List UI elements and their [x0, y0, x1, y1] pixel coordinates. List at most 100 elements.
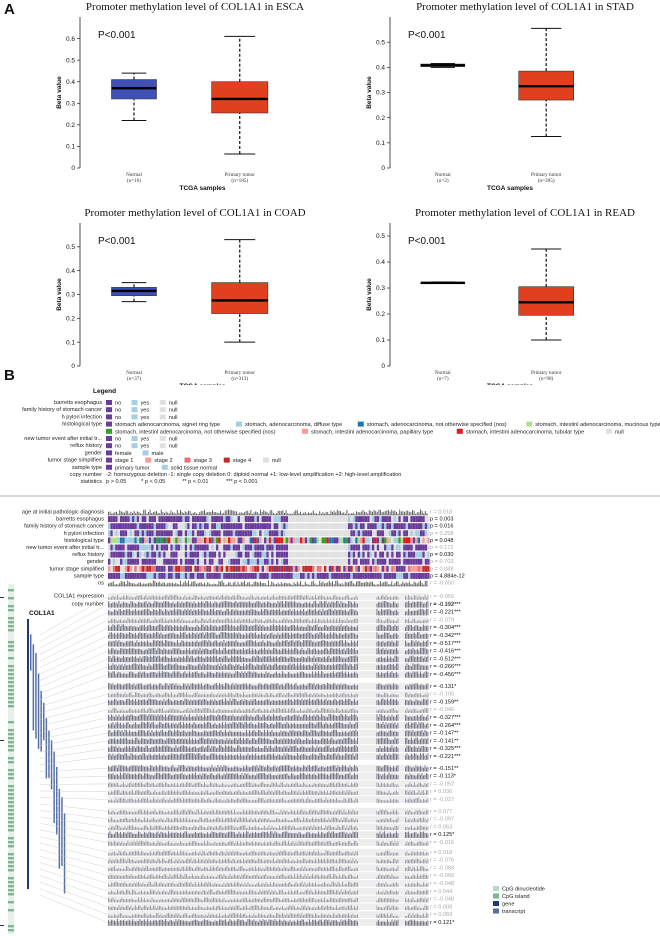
probe-bar [246, 694, 247, 698]
probe-bar [193, 619, 195, 624]
probe-bar [393, 611, 394, 616]
track-cell [319, 544, 322, 551]
probe-bar [405, 619, 406, 624]
probe-bar [166, 610, 168, 616]
probe-bar [234, 595, 235, 600]
track-cell [420, 516, 423, 523]
probe-bar [153, 663, 154, 670]
track-bar [332, 581, 333, 586]
probe-bar [379, 642, 381, 647]
track-cell [206, 565, 209, 572]
probe-bar [129, 683, 130, 690]
probe-bar [427, 625, 429, 631]
probe-bar [181, 626, 183, 631]
probe-bar [204, 597, 205, 600]
probe-bar [160, 640, 162, 647]
probe-bar [174, 648, 175, 655]
probe-bar [198, 694, 199, 698]
track-cell [199, 565, 202, 572]
track-cell [252, 558, 255, 565]
probe-bar [199, 602, 201, 608]
track-cell [374, 516, 377, 523]
probe-bar [144, 596, 145, 600]
track-bar [368, 509, 370, 515]
track-bar [213, 511, 215, 515]
probe-bar [126, 602, 127, 608]
probe-bar [283, 656, 285, 663]
track-cell [314, 565, 317, 572]
track-cell [208, 544, 212, 551]
panel-a-letter: A [4, 1, 15, 18]
probe-bar [208, 619, 210, 624]
track-cell [115, 516, 118, 523]
track-bar [120, 580, 122, 586]
probe-bar [256, 655, 258, 663]
track-cell [132, 530, 135, 537]
probe-bar [378, 610, 379, 616]
probe-bar [342, 634, 343, 639]
probe-bar [264, 597, 265, 600]
probe-bar [352, 666, 354, 670]
probe-bar [220, 626, 222, 631]
probe-bar [288, 595, 289, 600]
probe-bar [151, 603, 153, 608]
probe-bar [150, 611, 151, 616]
track-cell [300, 551, 303, 558]
probe-bar [172, 708, 174, 713]
track-cell [268, 544, 272, 551]
probe-bar [262, 596, 264, 600]
probe-bar [318, 649, 319, 655]
probe-bar [264, 684, 265, 690]
track-cell [357, 544, 360, 551]
probe-bar [211, 685, 213, 690]
track-cell [261, 523, 264, 530]
track-cell [355, 572, 358, 579]
probe-bar [132, 684, 133, 690]
track-cell [328, 565, 332, 572]
probe-bar [328, 683, 330, 690]
track-bar [357, 512, 359, 515]
probe-bar [118, 640, 120, 647]
track-cell [316, 537, 320, 544]
probe-bar [253, 650, 255, 655]
probe-bar [333, 602, 334, 608]
probe-stat: r = -0.342*** [430, 633, 461, 639]
probe-bar [132, 633, 133, 639]
probe-bar [193, 642, 195, 647]
track-cell [352, 537, 356, 544]
cpg-mark [8, 729, 14, 732]
x-category-count: (n=7) [437, 375, 449, 382]
probe-bar [327, 618, 328, 624]
probe-bar [382, 625, 384, 631]
track-cell [292, 558, 296, 565]
track-cell [266, 572, 269, 579]
track-cell [386, 565, 389, 572]
probe-bar [382, 684, 384, 690]
track-cell [122, 558, 125, 565]
track-cell [115, 558, 118, 565]
probe-bar [301, 698, 303, 706]
track-bar [202, 584, 204, 586]
probe-bar [334, 602, 336, 608]
probe-bar [259, 611, 261, 616]
probe-bar [348, 620, 349, 624]
probe-bar [345, 650, 346, 655]
track-cell [360, 530, 363, 537]
x-category-label: Primary tumor [531, 370, 562, 376]
probe-bar [391, 671, 393, 678]
track-cell [153, 558, 156, 565]
probe-bar [376, 626, 378, 631]
cpg-mark [8, 857, 14, 860]
probe-bar [261, 608, 262, 616]
probe-bar [163, 665, 165, 670]
probe-bar [147, 625, 148, 631]
track-cell [384, 516, 387, 523]
probe-bar [348, 642, 349, 647]
probe-bar [274, 634, 276, 639]
probe-bar [384, 642, 385, 647]
probe-bar [316, 663, 318, 670]
probe-bar [211, 632, 213, 639]
track-cell [148, 572, 152, 579]
probe-bar [334, 656, 336, 663]
probe-bar [384, 710, 385, 713]
